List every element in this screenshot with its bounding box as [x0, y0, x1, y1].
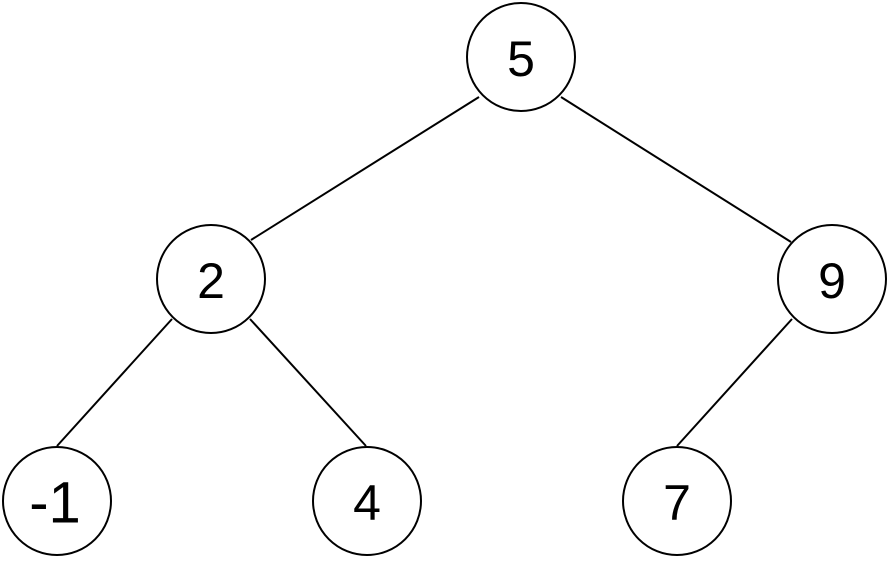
node-label: -1: [29, 471, 81, 536]
node-circle: [466, 2, 576, 112]
tree-node-left: 2: [156, 224, 266, 334]
node-circle: [777, 224, 887, 334]
node-circle: [2, 446, 112, 556]
tree-node-right-left: 7: [622, 446, 732, 556]
tree-node-right: 9: [777, 224, 887, 334]
tree-node-root: 5: [466, 2, 576, 112]
edge-2-4: [249, 318, 367, 447]
tree-node-left-right: 4: [312, 446, 422, 556]
node-circle: [156, 224, 266, 334]
node-label: 5: [507, 31, 535, 87]
node-circle: [622, 446, 732, 556]
edge-9-7: [676, 318, 793, 447]
edge-5-9: [560, 96, 792, 243]
node-label: 7: [663, 475, 691, 531]
node-label: 4: [353, 475, 381, 531]
node-label: 9: [818, 253, 846, 309]
node-label: 2: [197, 253, 225, 309]
edge-5-2: [250, 96, 480, 241]
edge-2-minus1: [56, 318, 173, 447]
node-circle: [312, 446, 422, 556]
tree-node-left-left: -1: [2, 446, 112, 556]
